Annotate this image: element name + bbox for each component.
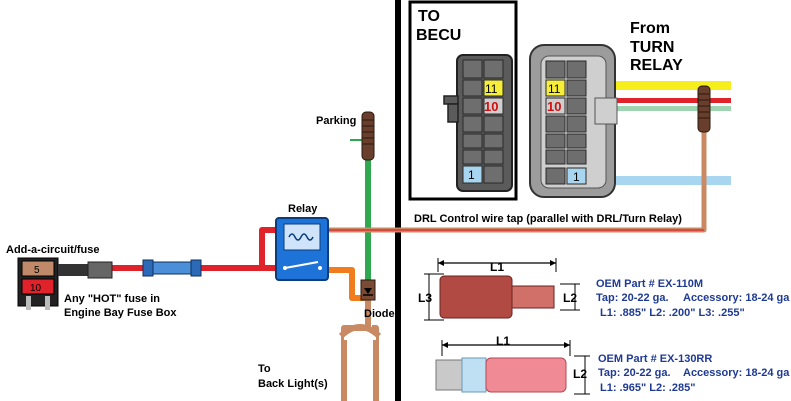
part2-dims: L1: .965" L2: .285" [600, 382, 695, 394]
relay [275, 217, 329, 281]
becu-pin-10 [483, 97, 504, 115]
part1-l3-label: L3 [418, 291, 432, 305]
diode-label: Diode [364, 308, 395, 320]
part1-accessory: Accessory: 18-24 ga [683, 292, 790, 304]
hot-fuse-label-2: Engine Bay Fuse Box [64, 307, 177, 319]
parking-label: Parking [316, 115, 356, 127]
turn-pin-11 [545, 79, 566, 97]
relay-label: Relay [288, 203, 318, 215]
turn-relay-connector: From TURN RELAY 11 10 1 [529, 20, 731, 198]
part1-number: OEM Part # EX-110M [596, 278, 703, 290]
relay-word-label: RELAY [630, 57, 683, 74]
fuse-bottom-value: 10 [30, 283, 42, 294]
panel-divider [395, 0, 401, 401]
becu-to-label: TO [418, 8, 440, 25]
drl-tap-label: DRL Control wire tap (parallel with DRL/… [414, 213, 682, 225]
becu-pin-1 [462, 165, 483, 184]
turn-label: TURN [630, 39, 674, 56]
turn-pin-10-label: 10 [547, 99, 561, 114]
part1-tap: Tap: 20-22 ga. [596, 292, 669, 304]
back-to-label: To [258, 363, 271, 375]
turn-pin-10 [545, 97, 566, 115]
wires [110, 130, 707, 401]
turn-pin-1-label: 1 [573, 170, 580, 184]
part2-number: OEM Part # EX-130RR [598, 353, 712, 365]
part1-dims: L1: .885" L2: .200" L3: .255" [600, 307, 745, 319]
fuse-top-value: 5 [34, 265, 40, 276]
becu-pin-1-label: 1 [468, 168, 475, 182]
add-circuit-label: Add-a-circuit/fuse [6, 244, 100, 256]
back-lights-label: Back Light(s) [258, 378, 328, 390]
becu-pin-11 [483, 79, 504, 97]
part2-l1-label: L1 [496, 334, 510, 348]
becu-pin-11-label: 11 [485, 82, 498, 96]
from-label: From [630, 20, 670, 37]
part-ex110m: L1 L3 L2 [418, 258, 580, 321]
part-ex130rr: L1 L2 [435, 334, 590, 395]
becu-pin-10-label: 10 [484, 99, 498, 114]
part2-tap: Tap: 20-22 ga. [598, 367, 671, 379]
add-a-circuit-fuse: 5 10 [17, 257, 113, 310]
part1-l2-label: L2 [563, 291, 577, 305]
diode [360, 279, 376, 301]
becu-connector: TO BECU 11 10 1 [408, 0, 518, 201]
part2-l2-label: L2 [573, 367, 587, 381]
part1-l1-label: L1 [490, 260, 504, 274]
becu-label: BECU [416, 27, 461, 44]
turn-pin-11-label: 11 [548, 82, 561, 96]
wire-tap-drl [697, 85, 711, 133]
part2-accessory: Accessory: 18-24 ga [683, 367, 790, 379]
turn-pin-1 [566, 167, 587, 185]
wire-tap-parking [361, 111, 375, 161]
hot-fuse-label-1: Any "HOT" fuse in [64, 293, 160, 305]
butt-connector [142, 259, 202, 277]
